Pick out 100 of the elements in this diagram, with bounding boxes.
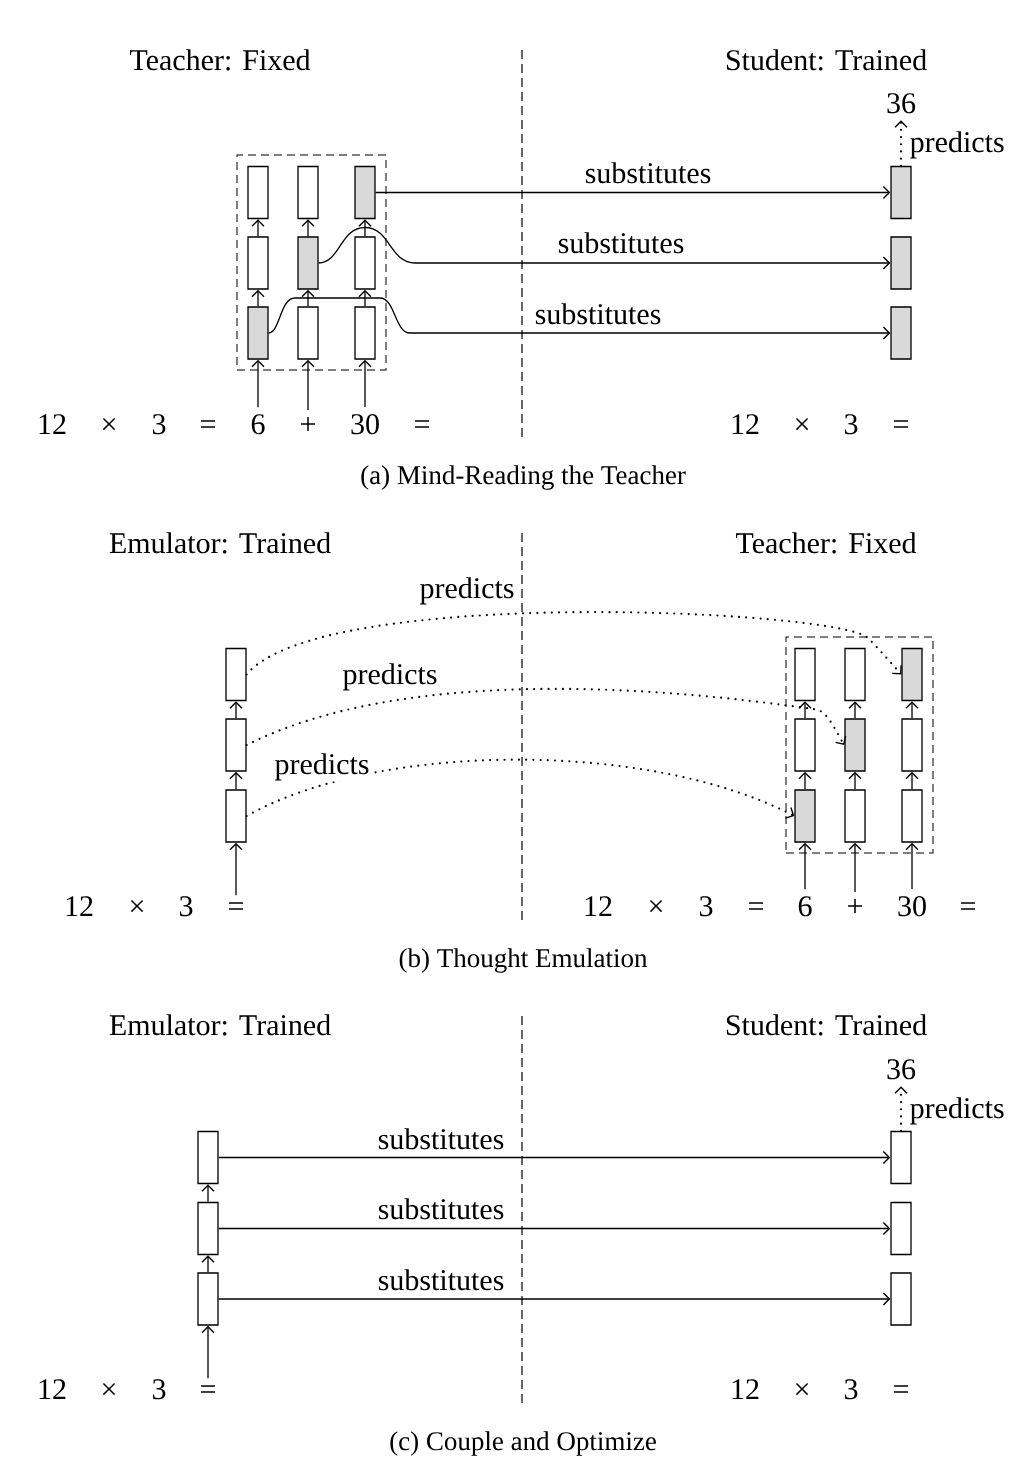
math-token: = [201, 420, 215, 428]
arrow [798, 701, 812, 719]
arrow [201, 1184, 215, 1203]
curved-dotted-arrow [245, 611, 902, 676]
arrow [318, 226, 891, 270]
heading: Student: Trained [726, 49, 927, 71]
edge-label: predicts [418, 576, 516, 606]
state-box [890, 236, 912, 290]
edge-label: predicts [273, 752, 371, 782]
math-token: 3 [699, 896, 713, 917]
edge-label: predicts [341, 662, 439, 692]
edge-label: substitutes [376, 1197, 506, 1221]
math-token: = [961, 902, 975, 910]
math-token: × [102, 417, 116, 431]
arrow [301, 289, 315, 307]
state-box [890, 1130, 912, 1185]
arrow [218, 1150, 891, 1165]
state-box [890, 1201, 912, 1256]
arrow [905, 771, 919, 790]
state-box [197, 1272, 219, 1326]
arrow [301, 219, 315, 237]
state-box [225, 718, 247, 772]
arrow [375, 185, 891, 200]
math-token: = [894, 420, 908, 428]
arrow [848, 771, 862, 790]
math-token: × [102, 1382, 116, 1396]
arrow [251, 359, 265, 408]
heading: Emulator: Trained [109, 532, 331, 554]
arrow [798, 771, 812, 790]
math-token: × [795, 417, 809, 431]
curved-dotted-arrow [245, 687, 847, 747]
edge-label: predicts [908, 1096, 1006, 1126]
arrow [905, 701, 919, 719]
dotted-arrow [894, 1086, 908, 1132]
state-box [297, 306, 319, 360]
caption: (c) Couple and Optimize [390, 1431, 656, 1456]
caption: (b) Thought Emulation [399, 948, 648, 973]
heading: Teacher: Fixed [129, 49, 311, 71]
math-token: × [649, 899, 663, 913]
edge-label: predicts [908, 130, 1006, 160]
arrow [358, 289, 372, 307]
arrow [218, 1221, 891, 1236]
state-box [247, 306, 269, 360]
state-box [297, 165, 319, 220]
curved-dotted-arrow [245, 758, 795, 819]
state-box [354, 306, 376, 360]
state-box [844, 789, 866, 843]
edge-label: substitutes [376, 1268, 506, 1292]
arrow [358, 219, 372, 237]
edge-label: substitutes [533, 302, 663, 326]
state-box [890, 1272, 912, 1326]
state-box [354, 236, 376, 290]
math-token: 30 [351, 414, 379, 435]
arrow [848, 701, 862, 719]
state-box [225, 647, 247, 702]
arrow [229, 771, 243, 790]
arrow [268, 297, 891, 340]
arrow [229, 701, 243, 719]
state-box [844, 718, 866, 772]
state-box [354, 165, 376, 220]
math-token: 6 [251, 414, 265, 435]
math-token: + [301, 417, 315, 432]
math-token: 36 [887, 93, 916, 114]
arrow [229, 842, 243, 896]
arrow [201, 1325, 215, 1379]
arrow [201, 1255, 215, 1273]
math-token: 12 [732, 414, 759, 434]
math-token: 12 [585, 896, 612, 916]
arrow [905, 842, 919, 890]
caption: (a) Mind-Reading the Teacher [361, 465, 686, 490]
arrow [251, 289, 265, 307]
arrow [251, 219, 265, 237]
state-box [247, 236, 269, 290]
edge-label: substitutes [583, 161, 713, 185]
math-token: = [894, 1385, 908, 1393]
state-box [794, 718, 816, 772]
heading: Teacher: Fixed [736, 532, 917, 554]
state-box [844, 647, 866, 702]
math-token: 3 [152, 414, 166, 435]
math-token: 12 [732, 1379, 759, 1399]
state-box [225, 789, 247, 843]
math-token: 12 [66, 896, 93, 916]
math-token: = [415, 420, 429, 428]
arrow [218, 1292, 891, 1306]
state-box [297, 236, 319, 290]
state-box [794, 647, 816, 702]
math-token: × [795, 1382, 809, 1396]
heading: Emulator: Trained [109, 1014, 331, 1036]
math-token: = [229, 902, 243, 910]
math-token: + [848, 899, 862, 914]
math-token: 12 [39, 414, 66, 434]
state-box [901, 789, 923, 843]
group-frame [785, 636, 934, 854]
state-box [890, 165, 912, 220]
state-box [247, 165, 269, 220]
state-box [197, 1130, 219, 1185]
state-box [197, 1201, 219, 1256]
dotted-arrow [894, 120, 908, 167]
math-token: 6 [798, 896, 812, 917]
group-frame [236, 154, 387, 371]
